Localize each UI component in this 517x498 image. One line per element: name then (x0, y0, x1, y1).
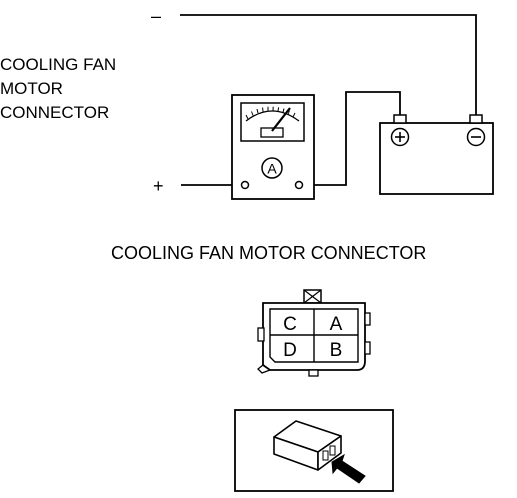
battery-icon (380, 115, 493, 194)
connector-harness-view-icon (235, 410, 393, 491)
connector-face-icon: C A D B (258, 290, 370, 376)
pin-b-label: B (330, 340, 343, 361)
left-label-line-1: COOLING FAN (0, 55, 116, 74)
minus-sign: – (151, 6, 161, 26)
ammeter-letter: A (267, 161, 277, 177)
left-label-line-2: MOTOR (0, 79, 63, 98)
pin-a-label: A (330, 314, 343, 335)
ammeter-icon: A (232, 95, 314, 199)
negative-wire (180, 15, 476, 116)
plus-sign: + (153, 176, 164, 196)
pin-d-label: D (283, 340, 297, 361)
left-label-line-3: CONNECTOR (0, 103, 109, 122)
left-label: COOLING FAN MOTOR CONNECTOR (0, 55, 116, 122)
pin-c-label: C (283, 314, 297, 335)
connector-title: COOLING FAN MOTOR CONNECTOR (111, 243, 426, 263)
